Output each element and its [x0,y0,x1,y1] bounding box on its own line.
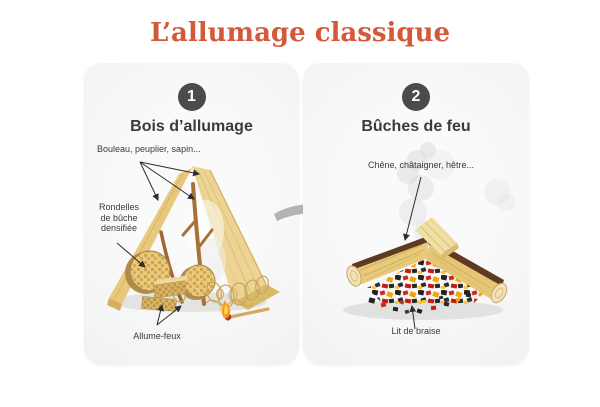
annotation-arrows-right [403,176,422,330]
smoke-icon [397,142,515,244]
step-1-number: 1 [187,88,196,105]
fire-logs-illustration [343,142,515,330]
ember-bed [367,258,487,314]
step-2-badge: 2 [402,83,430,111]
page-title: L’allumage classique [149,18,451,48]
firelighter-blocks [141,275,190,312]
panel-fire-logs-heading: Bûches de feu [361,118,471,135]
label-rondelles: Rondelles de bûche densifiée [98,202,140,233]
label-hardwood-types: Chêne, châtaigner, hêtre... [367,160,475,170]
annotation-arrows-left [116,161,201,326]
match-icon [219,300,270,321]
panel-fire-logs: 2 Bûches de feu [303,62,529,365]
label-ember-bed: Lit de braise [391,326,441,336]
panel-kindling-heading: Bois d’allumage [130,118,253,135]
step-1-badge: 1 [177,83,206,111]
fire-log-left [346,236,428,287]
kindling-teepee-illustration [107,161,280,326]
panel-kindling: 1 Bois d’allumage [84,62,299,365]
step-2-number: 2 [411,88,421,105]
label-kindling-wood-types: Bouleau, peuplier, sapin... [97,144,201,154]
label-firelighters: Allume-feux [133,331,181,341]
ember-chunks [368,292,472,314]
fire-log-top [415,217,459,259]
